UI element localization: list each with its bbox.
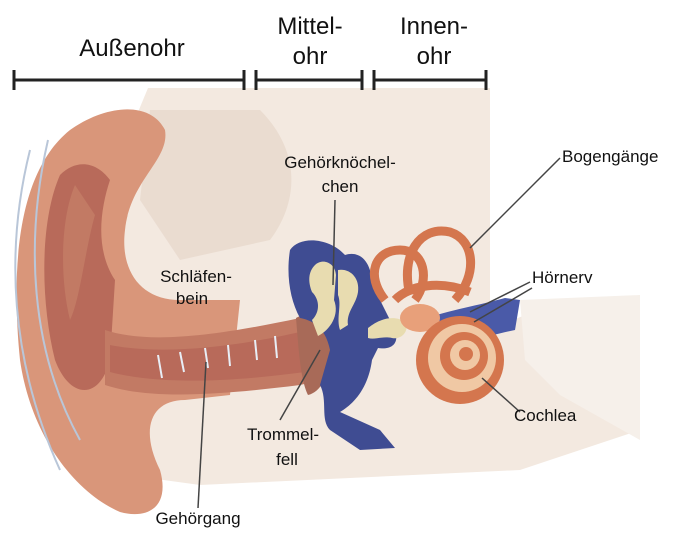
middle-ear-heading-line-2: ohr — [293, 43, 328, 70]
inner-ear-heading-line-1: Innen- — [400, 13, 468, 40]
cochlea-label: Cochlea — [514, 406, 577, 425]
cochlea-center — [459, 347, 473, 361]
middle-ear-heading-line-1: Mittel- — [277, 13, 342, 40]
temporal-bone-label-line-2: bein — [176, 289, 208, 308]
ossicles-label-line-2: chen — [322, 177, 359, 196]
temporal-bone-label-line-1: Schläfen- — [160, 267, 232, 286]
cochlea-shape — [416, 316, 504, 404]
section-brackets — [14, 70, 486, 90]
semicircular-canals-label: Bogengänge — [562, 147, 658, 166]
ossicles-label-line-1: Gehörknöchel- — [284, 153, 396, 172]
outer-ear-heading: Außenohr — [79, 35, 184, 62]
ear-canal-label: Gehörgang — [155, 509, 240, 528]
eardrum-label-line-1: Trommel- — [247, 425, 319, 444]
auditory-nerve-label: Hörnerv — [532, 268, 593, 287]
inner-ear-heading-line-2: ohr — [417, 43, 452, 70]
eardrum-label-line-2: fell — [276, 450, 298, 469]
